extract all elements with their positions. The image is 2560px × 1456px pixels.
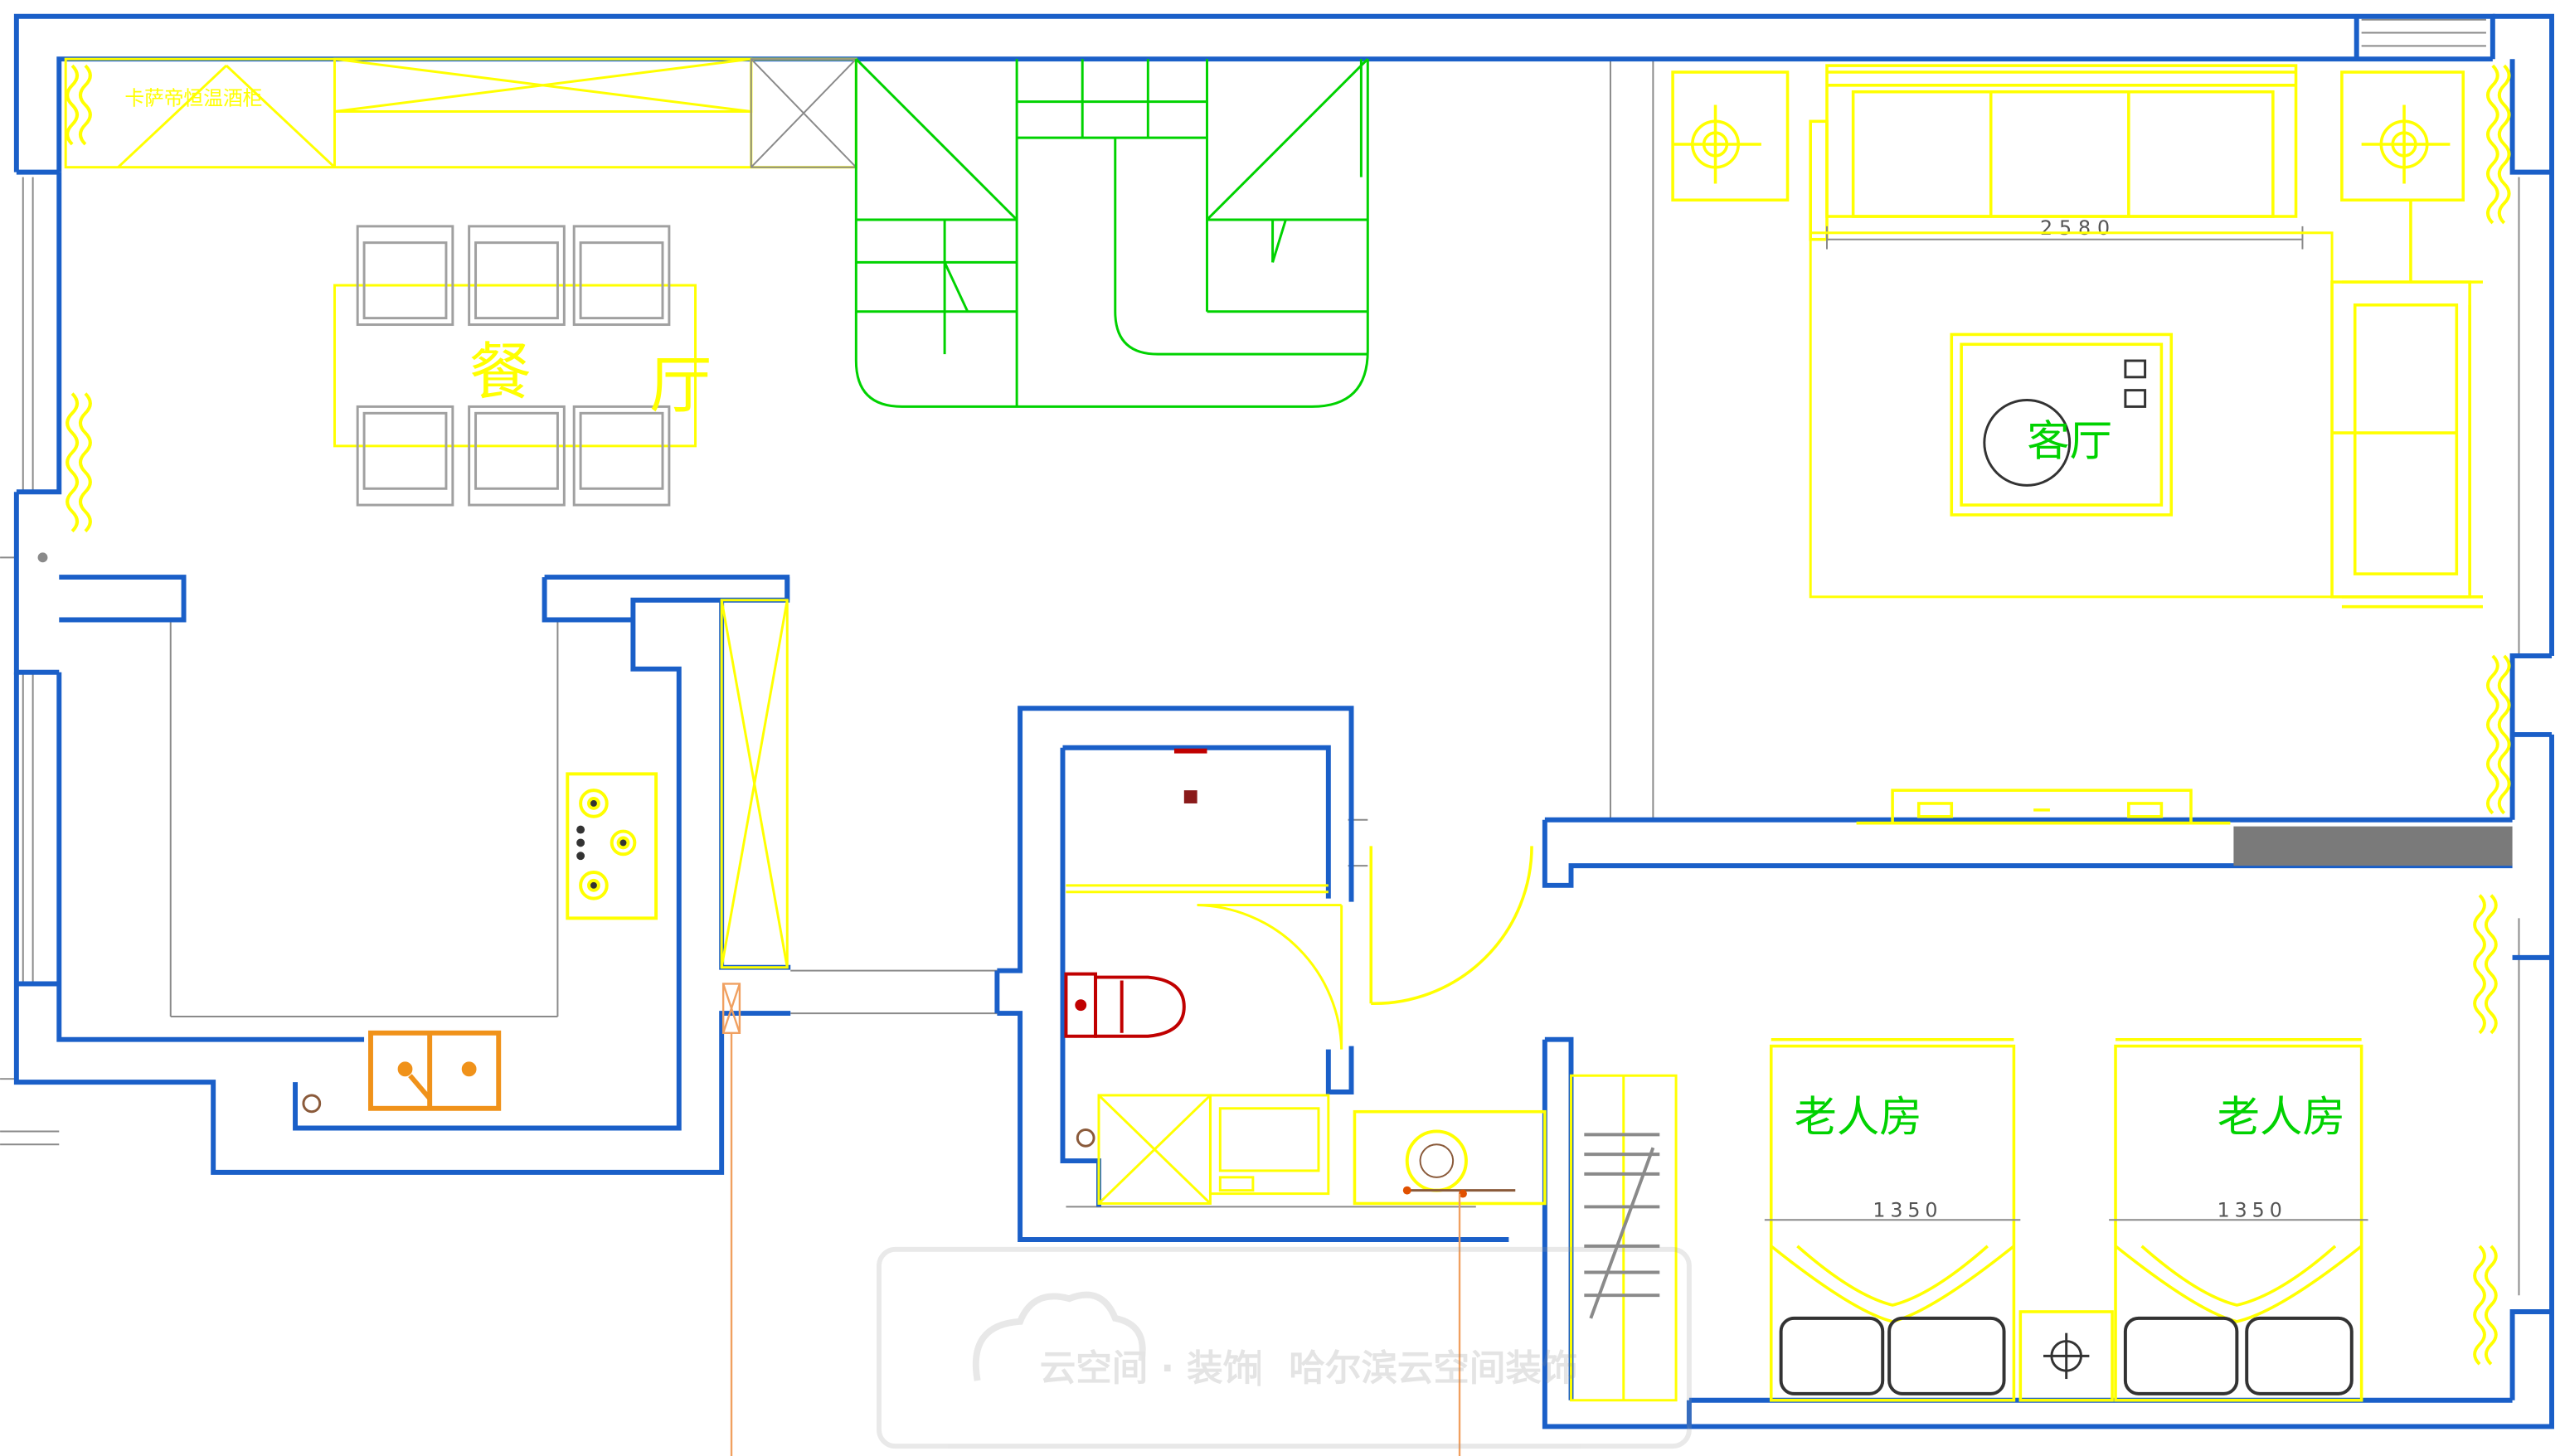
nightstand-lamp: [2043, 1332, 2090, 1380]
pipe-line-left: [721, 983, 741, 1456]
stove-knobs: [576, 825, 585, 861]
side-sofa: [2330, 280, 2483, 609]
dining-chairs: [356, 225, 671, 507]
tall-cabinet: [720, 599, 789, 969]
wardrobe: [1570, 1074, 1678, 1402]
curtains: [66, 64, 2511, 1366]
stove: [566, 772, 658, 920]
wall-point: [37, 552, 48, 563]
floor-drain-bath: [1076, 1128, 1095, 1148]
watermark: 云空间 · 装饰 | 哈尔滨云空间装饰: [877, 1246, 1692, 1449]
pillar: [2233, 826, 2513, 866]
watermark-brand: 云空间 · 装饰: [1040, 1348, 1259, 1390]
elder-room-right-label: 老人房: [2218, 1092, 2345, 1142]
thin-structure-lines: [0, 18, 2520, 1296]
kitchen-sink: [368, 1030, 502, 1111]
sofa-dim: [1825, 226, 2304, 250]
shower-head: [1173, 748, 1207, 803]
bed-right: [2114, 1037, 2363, 1402]
watermark-separator: |: [1253, 1345, 1265, 1386]
side-tables: [1671, 70, 2465, 283]
watermark-company: 哈尔滨云空间装饰: [1289, 1348, 1577, 1390]
water-heater: [1402, 1129, 1516, 1456]
wardrobe-hangers: [1584, 1133, 1660, 1319]
bar-note: 卡萨帝恒温酒柜: [124, 87, 262, 110]
coffee-table: [1950, 332, 2174, 517]
coffee-table-items: [1983, 359, 2147, 487]
pillows-left: [1779, 1316, 2006, 1395]
bed-left-dimension: 1350: [1873, 1198, 1942, 1221]
sofa-dimension: 2580: [2040, 216, 2116, 240]
dining-label-2: 厅: [649, 348, 712, 421]
staircase: [854, 58, 1369, 408]
corridor-doors: [1353, 846, 1547, 1206]
bar-cabinet: [64, 57, 857, 169]
nightstand: [2018, 1310, 2114, 1402]
floor-drain-kitchen: [302, 1094, 322, 1114]
pillows-right: [2123, 1316, 2354, 1395]
living-rug: [1809, 231, 2334, 599]
elder-room-left-label: 老人房: [1794, 1092, 1921, 1142]
living-label: 客厅: [2027, 417, 2112, 467]
bathroom-fixtures: [1066, 884, 1343, 1205]
sofa: [1809, 64, 2298, 241]
tv-cabinet: [1856, 789, 2231, 825]
bed-right-dimension: 1350: [2218, 1198, 2287, 1221]
dining-table: [333, 284, 697, 448]
dining-label-1: 餐: [469, 336, 532, 409]
toilet: [1064, 972, 1186, 1038]
hatch-box: [750, 58, 857, 168]
